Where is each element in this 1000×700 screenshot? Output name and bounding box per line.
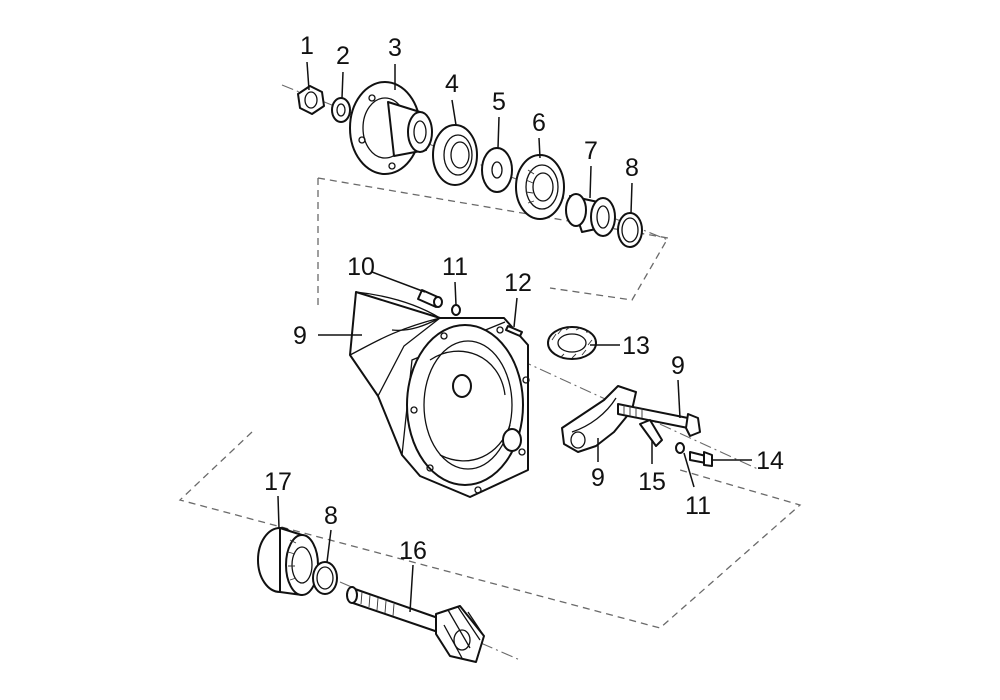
part-nut [297, 85, 325, 115]
callout-7: 7 [584, 137, 598, 165]
part-plug-upper [451, 304, 461, 316]
part-side-bearing [547, 326, 597, 360]
part-companion-flange [349, 81, 433, 175]
part-lock-bolt [689, 451, 713, 467]
part-spacer-sleeve [565, 193, 616, 237]
callout-5: 5 [492, 88, 506, 116]
part-breather-pipe [417, 289, 443, 308]
part-washer-lower [675, 442, 685, 454]
part-drive-pinion [346, 586, 485, 663]
callout-1: 1 [300, 32, 314, 60]
part-snap-ring-lower [312, 561, 338, 595]
callout-6: 6 [532, 109, 546, 137]
callout-9: 9 [293, 322, 307, 350]
part-stud [505, 325, 523, 337]
callout-10: 10 [347, 253, 375, 281]
part-washer [331, 97, 351, 123]
callout-leaders [277, 61, 752, 613]
callout-2: 2 [336, 42, 350, 70]
callout-9-cap: 9 [591, 464, 605, 492]
part-bearing [515, 154, 565, 220]
callout-4: 4 [445, 70, 459, 98]
part-cap-bolt [617, 403, 701, 437]
callout-17: 17 [264, 468, 292, 496]
callout-11: 11 [442, 253, 468, 281]
callout-8: 8 [625, 154, 639, 182]
callout-11-lower: 11 [685, 492, 711, 520]
callout-9-bolt: 9 [671, 352, 685, 380]
callout-15: 15 [638, 468, 666, 496]
part-carrier-housing [349, 291, 530, 498]
part-lock-plate [639, 419, 663, 447]
callout-16: 16 [399, 537, 427, 565]
callout-13: 13 [622, 332, 650, 360]
part-bearing-cap [561, 385, 637, 453]
part-pinion-bearing [257, 527, 319, 596]
part-shim-plate [481, 147, 513, 193]
callout-8-lower: 8 [324, 502, 338, 530]
callout-labels: 1 2 3 4 5 6 7 8 9 10 11 12 13 9 9 14 15 … [264, 32, 784, 565]
part-snap-ring-upper [617, 212, 643, 248]
part-oil-seal [432, 124, 478, 186]
callout-14: 14 [756, 447, 784, 475]
callout-3: 3 [388, 34, 402, 62]
callout-12: 12 [504, 269, 532, 297]
